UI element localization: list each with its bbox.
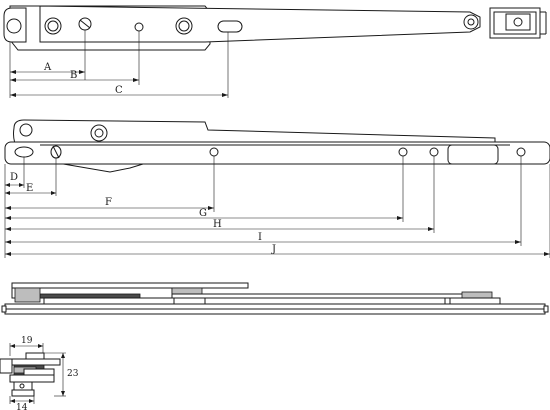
side-slot xyxy=(14,146,34,158)
dim-label-a: A xyxy=(43,62,52,73)
dim-label-b: B xyxy=(70,70,77,81)
edge-bracket-dark xyxy=(39,293,141,299)
section-foot xyxy=(11,389,35,397)
dim-label-19: 19 xyxy=(21,336,33,346)
top-hole-1-inner xyxy=(47,20,59,32)
edge-block xyxy=(14,287,41,303)
top-slot xyxy=(217,20,243,33)
side-left-pin xyxy=(19,123,33,137)
dim-label-g: G xyxy=(199,208,207,219)
top-hole-2-inner xyxy=(178,20,190,32)
side-main-bar xyxy=(4,141,550,165)
edge-view xyxy=(1,282,549,315)
side-view: D E F G H I J xyxy=(4,119,550,258)
dim-label-d: D xyxy=(10,172,18,183)
top-arm xyxy=(39,5,481,43)
top-left-hole xyxy=(6,18,22,34)
section-view: 19 23 14 xyxy=(0,336,79,410)
section-plate xyxy=(9,358,61,366)
top-right-bracket xyxy=(489,7,541,39)
section-top-cap xyxy=(25,352,45,360)
edge-upper-arm xyxy=(171,293,473,299)
dim-label-e: E xyxy=(26,183,33,194)
edge-end-left xyxy=(1,305,7,313)
edge-end-right xyxy=(543,305,549,313)
section-mid-plate xyxy=(23,368,55,376)
side-arm-pin xyxy=(90,124,108,142)
dim-label-h: H xyxy=(213,219,222,230)
dim-label-i: I xyxy=(258,232,262,243)
edge-upper-plate xyxy=(11,282,249,289)
section-stem xyxy=(13,381,33,391)
top-hole-1 xyxy=(44,17,62,35)
top-right-pivot xyxy=(463,14,479,30)
top-left-end xyxy=(3,7,27,43)
dim-label-j: J xyxy=(271,244,276,255)
dim-label-c: C xyxy=(115,85,123,96)
dim-label-23: 23 xyxy=(67,369,79,379)
top-hole-2 xyxy=(175,17,193,35)
section-left-stub xyxy=(0,358,13,374)
section-base xyxy=(9,374,55,383)
edge-right-cap xyxy=(449,297,501,305)
top-view: A B C xyxy=(3,5,547,98)
dim-label-f: F xyxy=(105,197,112,208)
dim-label-14: 14 xyxy=(16,403,28,410)
